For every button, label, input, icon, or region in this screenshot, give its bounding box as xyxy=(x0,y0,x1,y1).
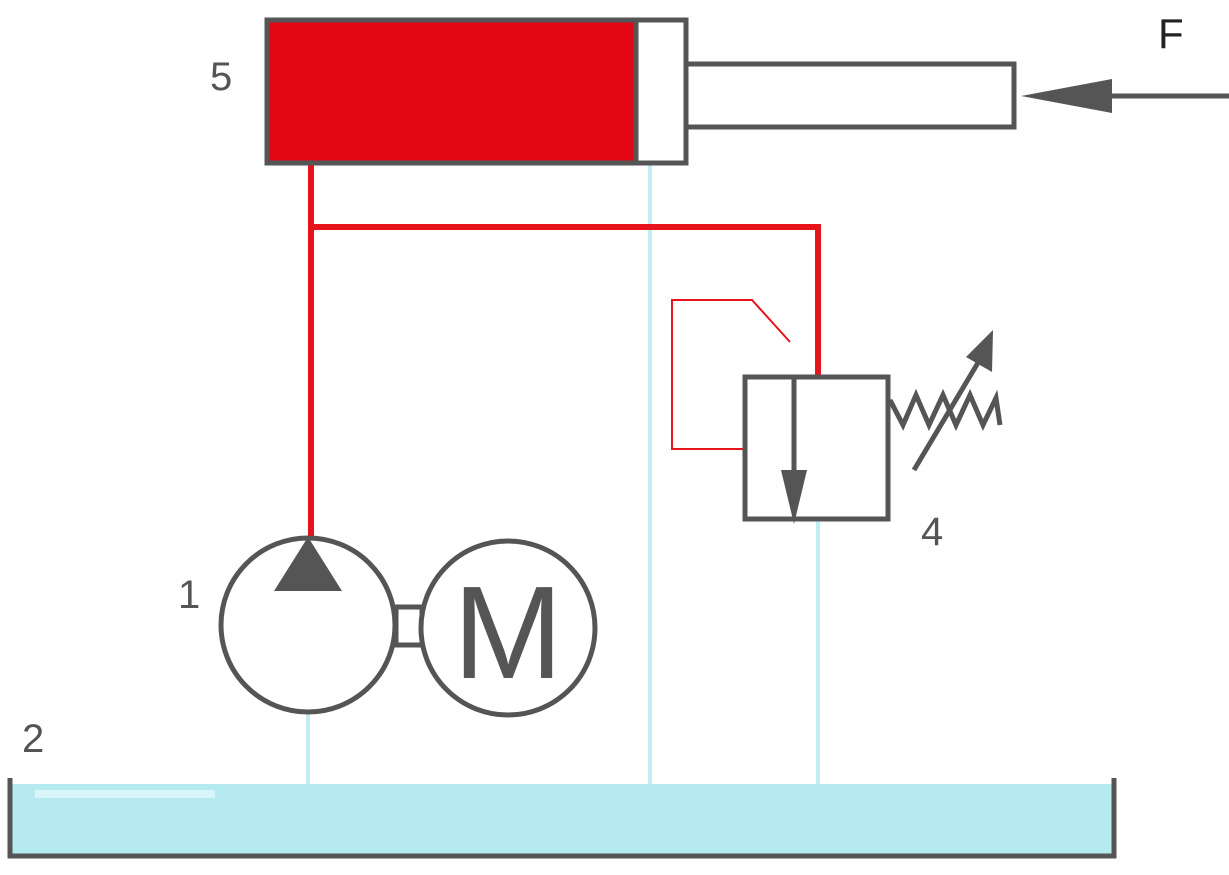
relief-valve xyxy=(742,330,1003,524)
cylinder xyxy=(264,17,1017,166)
return-lines xyxy=(306,165,820,784)
spring-adjust-arrow-shaft xyxy=(911,354,985,472)
pump-motor-coupling xyxy=(393,604,425,648)
tank-walls xyxy=(7,778,1117,859)
pump-label: 1 xyxy=(178,573,200,617)
tank-fluid-highlight xyxy=(35,790,215,798)
cylinder-pressure-chamber xyxy=(267,20,635,163)
force-arrow-head xyxy=(1021,79,1112,113)
pressure-lines xyxy=(308,163,821,545)
motor: M xyxy=(418,538,598,718)
spring-adjust-arrow-head xyxy=(966,330,993,372)
motor-label: M xyxy=(453,559,563,706)
pump xyxy=(218,535,398,715)
piston-rod xyxy=(683,61,1017,130)
relief-valve-body xyxy=(742,374,891,522)
force-label: F xyxy=(1158,10,1184,57)
pump-flow-triangle xyxy=(274,537,342,591)
tank-label: 2 xyxy=(22,717,44,761)
pilot-control-line xyxy=(671,299,791,450)
force-arrow xyxy=(1021,79,1229,113)
relief-valve-flow-arrow-head xyxy=(781,470,807,524)
relief-valve-supply-line xyxy=(311,224,821,380)
cylinder-label: 5 xyxy=(210,55,232,99)
tank xyxy=(7,778,1117,859)
motor-body xyxy=(418,538,598,718)
relief-valve-label: 4 xyxy=(921,510,943,554)
